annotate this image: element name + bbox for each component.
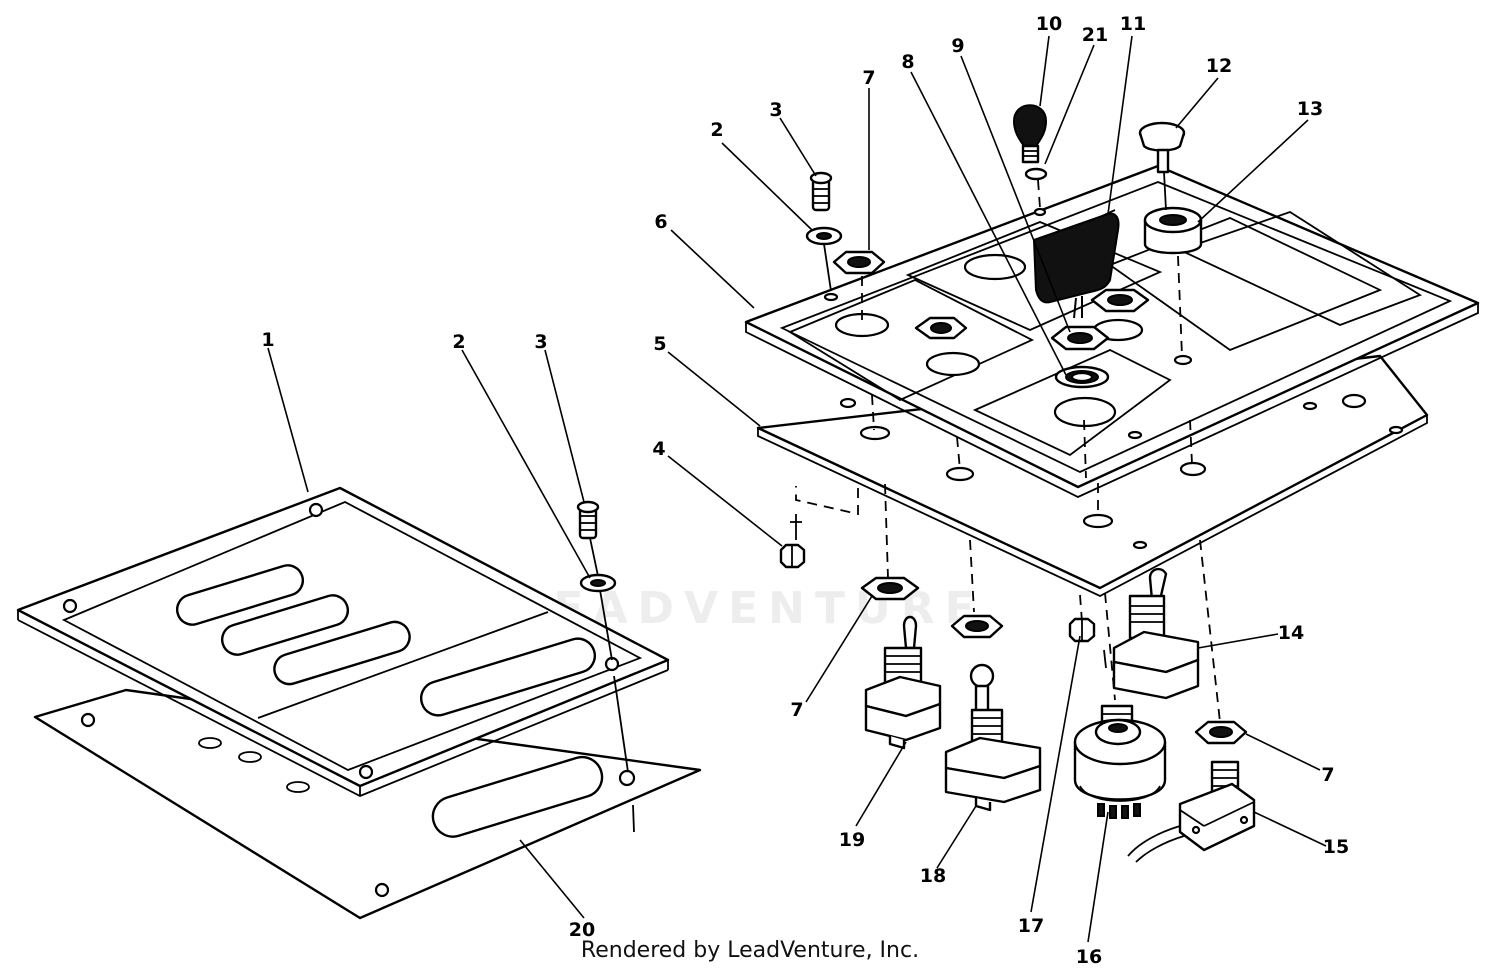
callout-13: 13 [1297,98,1323,120]
callout-8: 8 [901,51,914,73]
callout-6: 6 [654,211,667,233]
callout-3-left: 3 [534,331,547,353]
toggle-switch-part-19 [864,615,942,750]
nut-part-17 [1068,617,1096,643]
callout-2-left: 2 [452,331,465,353]
bushing-part-13 [1143,206,1203,255]
hex-nut-part-7-right [1194,720,1248,745]
lamp-bulb-part-10 [1012,104,1048,164]
toggle-switch-part-18 [944,663,1042,812]
callout-10: 10 [1036,13,1062,35]
washer-part-2-right [805,226,843,246]
callout-15: 15 [1323,836,1349,858]
callout-9: 9 [951,35,964,57]
cover-plate-part-1 [16,486,670,797]
callout-14: 14 [1278,622,1304,644]
callout-19: 19 [839,829,865,851]
hex-nut-on-bezel-left [914,316,968,340]
callout-4: 4 [652,438,665,460]
toggle-switch-part-14 [1103,567,1200,700]
callout-7-left: 7 [790,699,803,721]
micro-switch-part-15 [1127,760,1256,863]
hex-nut-part-7-top [832,250,886,275]
callout-21: 21 [1082,24,1108,46]
screw-part-3-right [809,171,833,212]
washer-part-2-left [579,573,617,593]
callout-20: 20 [569,919,595,941]
callout-2-right: 2 [710,119,723,141]
hex-nut-part-7-lower-left [860,576,920,601]
callout-1: 1 [261,329,274,351]
callout-17: 17 [1018,915,1044,937]
credit-text: Rendered by LeadVenture, Inc. [580,938,920,963]
rotary-switch-part-16 [1073,704,1167,819]
hex-nut-part-9 [1050,325,1110,351]
callout-12: 12 [1206,55,1232,77]
callout-3-right: 3 [769,99,782,121]
knob-part-12 [1138,121,1186,174]
switch-plate-part-11 [1032,212,1120,319]
lock-washer-part-8 [1054,365,1110,389]
callout-18: 18 [920,865,946,887]
hex-nut-on-bezel-right [1090,288,1150,313]
bezel-panel-part-6 [744,164,1480,498]
callout-11: 11 [1120,13,1146,35]
hex-nut-part-7-middle [950,614,1004,639]
washer-part-21 [1024,167,1048,181]
screw-part-3-left [576,500,600,540]
callout-7-right: 7 [1321,764,1334,786]
callout-5: 5 [653,333,666,355]
callout-16: 16 [1076,946,1102,968]
nut-part-4 [779,543,806,569]
callout-7-top: 7 [862,67,875,89]
